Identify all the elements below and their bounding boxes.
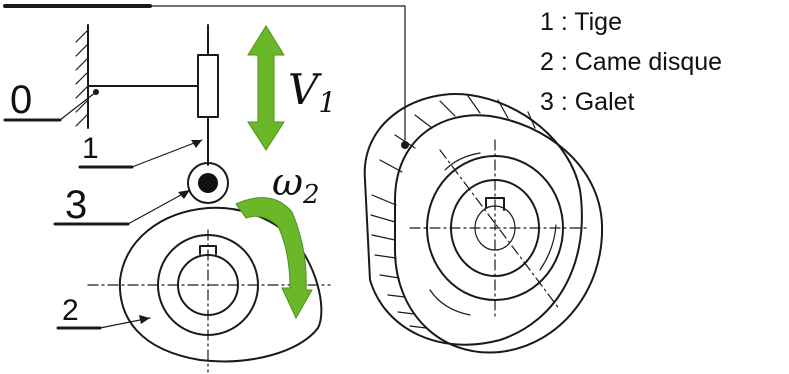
label-cam: 2 — [56, 294, 151, 330]
label-frame: 0 — [3, 78, 97, 122]
velocity-subscript: 1 — [318, 86, 336, 119]
label-rod: 1 — [78, 132, 203, 169]
label-rod-text: 1 — [82, 132, 99, 165]
svg-text:ω2: ω2 — [272, 160, 320, 210]
label-roller-text: 3 — [65, 183, 87, 227]
legend-item-2: 2 : Came disque — [540, 48, 722, 76]
velocity-label: V1 — [288, 65, 336, 119]
legend: 1 : Tige 2 : Came disque 3 : Galet — [540, 8, 722, 116]
omega-subscript: 2 — [302, 180, 320, 210]
omega-symbol: ω — [272, 160, 303, 204]
velocity-symbol: V — [288, 65, 322, 114]
velocity-arrow — [247, 25, 285, 151]
frame-support — [75, 24, 199, 129]
svg-text:V1: V1 — [288, 65, 336, 119]
label-cam-text: 2 — [62, 294, 79, 327]
omega-label: ω2 — [272, 160, 320, 210]
legend-item-1: 1 : Tige — [540, 8, 622, 36]
legend-item-3: 3 : Galet — [540, 88, 635, 116]
roller — [187, 162, 229, 204]
follower-rod — [197, 24, 219, 166]
cam-disc-perspective — [363, 93, 604, 354]
rotation-arrow — [235, 197, 313, 320]
label-roller: 3 — [53, 183, 191, 227]
label-frame-text: 0 — [10, 78, 32, 122]
top-leader-line — [3, 4, 409, 149]
